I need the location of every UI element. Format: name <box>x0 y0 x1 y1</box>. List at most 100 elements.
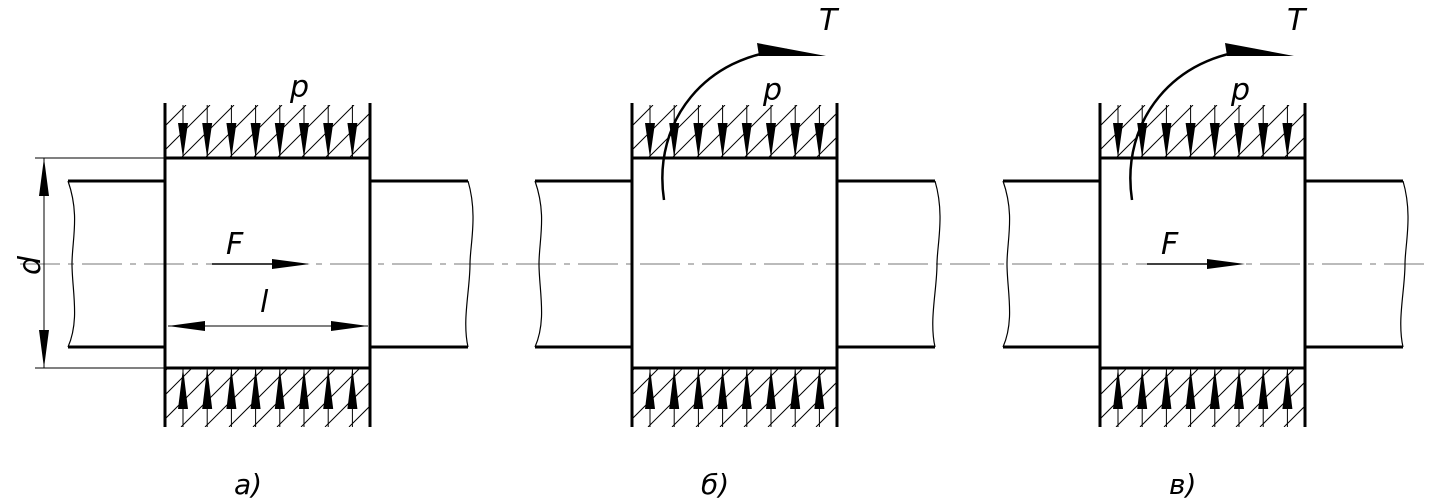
length-label: l <box>260 285 269 320</box>
hatch-line <box>552 105 605 158</box>
hatch-line <box>576 105 629 158</box>
arrow-head <box>250 123 261 158</box>
torque-arrow-head <box>757 43 826 56</box>
hatch-bottom <box>552 368 947 427</box>
arrow-head <box>323 123 334 158</box>
arrow-head <box>766 368 776 409</box>
torque-label: T <box>1287 3 1308 38</box>
hatch-line <box>373 368 432 427</box>
arrow-head <box>645 123 655 158</box>
hatch-line <box>165 368 169 372</box>
hatch-line <box>888 368 947 427</box>
hatch-line <box>1380 368 1429 427</box>
torque-label: T <box>819 3 840 38</box>
hatch-line <box>840 105 893 158</box>
arrow-head <box>323 368 334 409</box>
shaft-edge <box>535 179 632 349</box>
break-line <box>465 180 474 348</box>
hatch-line <box>1020 105 1073 158</box>
arrow-head <box>347 123 358 158</box>
arrow-head <box>1161 368 1172 409</box>
hatch-line <box>397 368 456 427</box>
hatch-top <box>1020 105 1429 158</box>
hatch-line <box>1044 105 1097 158</box>
hatch-line <box>815 405 837 427</box>
hatch-line <box>864 105 917 158</box>
arrow-head <box>766 123 776 158</box>
arrow-head <box>1137 368 1148 409</box>
hatch-line <box>1283 136 1305 158</box>
break-line <box>1002 180 1011 348</box>
hatch-line <box>632 368 636 372</box>
hatch-line <box>165 105 187 127</box>
hatch-line <box>1356 368 1415 427</box>
break-line <box>1400 180 1409 348</box>
diameter-label: d <box>13 255 48 275</box>
arrow-head <box>669 368 680 409</box>
force-arrow-head <box>272 259 310 269</box>
shaft-edge <box>370 179 468 349</box>
arrow-head <box>790 123 801 158</box>
hatch-line <box>348 136 370 158</box>
arrow-head <box>814 123 825 158</box>
arrow-head <box>202 123 213 158</box>
shaft-right <box>370 179 474 349</box>
arrow-head <box>1258 123 1269 158</box>
hatch-line <box>888 105 941 158</box>
arrow-head <box>645 368 655 409</box>
pressure-arrows-bottom <box>178 368 358 427</box>
arrow-head <box>1209 368 1220 409</box>
torque-arc <box>661 48 788 201</box>
shaft-left <box>534 179 632 349</box>
arrow-head <box>790 368 801 409</box>
torque-arrow-head <box>1225 43 1294 56</box>
hatch-line <box>85 368 144 427</box>
arrow-head <box>1258 368 1269 409</box>
shaft-edge <box>837 179 935 349</box>
hatch-line <box>445 105 498 158</box>
arrow-head <box>1113 123 1123 158</box>
panel-caption: в) <box>1169 468 1196 501</box>
arrow-head <box>741 368 752 409</box>
pressure-arrows-top <box>645 105 825 158</box>
hatch-bottom <box>1020 368 1429 427</box>
hatch-line <box>1380 105 1429 158</box>
arrow-head <box>1185 368 1196 409</box>
hatch-line <box>1020 368 1079 427</box>
hatch-line <box>552 368 611 427</box>
arrow-head <box>1161 123 1172 158</box>
arrow-head <box>1234 368 1244 409</box>
hatch-line <box>109 105 162 158</box>
arrow-head <box>274 123 285 158</box>
hatch-line <box>864 368 923 427</box>
hatch-line <box>1308 105 1361 158</box>
arrow-head <box>202 368 213 409</box>
hatch-line <box>85 105 138 158</box>
arrow-head <box>299 123 309 158</box>
arrow-head <box>1185 123 1196 158</box>
shaft-right <box>837 179 941 349</box>
pressure-arrows-top <box>178 105 358 158</box>
hatch-line <box>421 105 474 158</box>
hatch-line <box>445 368 504 427</box>
arrow-head <box>717 123 728 158</box>
hatch-line <box>912 105 965 158</box>
hatch-line <box>1356 105 1409 158</box>
arrow-head <box>226 368 237 409</box>
arrow-head <box>693 368 704 409</box>
hatch-line <box>1332 368 1391 427</box>
hatch-line <box>348 405 370 427</box>
shaft-left <box>1002 179 1100 349</box>
break-line <box>534 180 543 348</box>
pressure-arrows-top <box>1113 105 1293 158</box>
arrow-head <box>1209 123 1220 158</box>
hatch-line <box>815 136 837 158</box>
arrow-head <box>741 123 752 158</box>
shaft-edge <box>68 179 165 349</box>
hatch-line <box>1100 368 1104 372</box>
hatch-line <box>1283 405 1305 427</box>
panel-caption: б) <box>701 468 729 501</box>
